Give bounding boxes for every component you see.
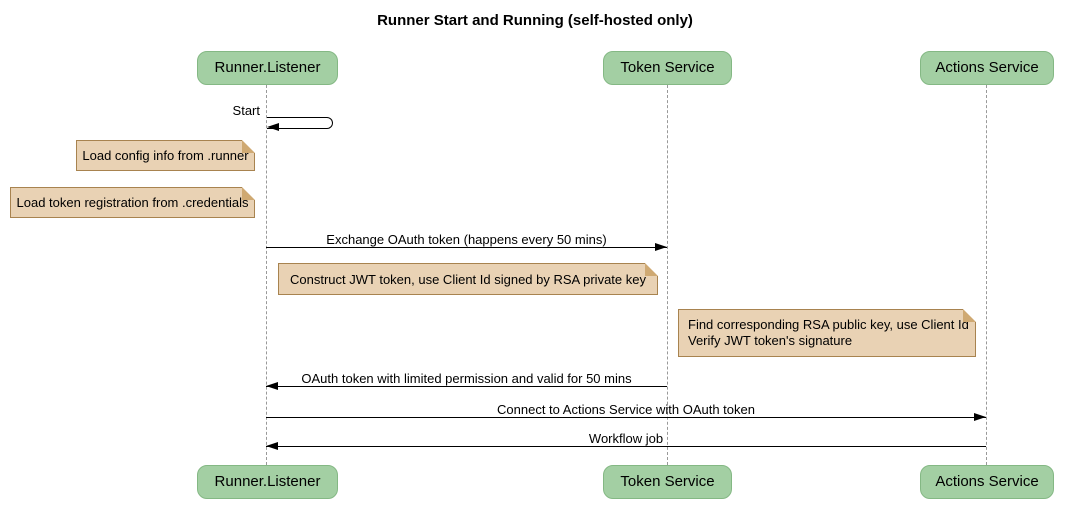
message-label-start: Start: [232, 103, 260, 118]
diagram-title: Runner Start and Running (self-hosted on…: [377, 12, 693, 29]
note-verify-jwt-signature: Find corresponding RSA public key, use C…: [678, 309, 976, 357]
lifeline-token-service: [667, 85, 668, 465]
message-label-oauth-token-returned: OAuth token with limited permission and …: [301, 371, 632, 386]
arrowhead-right-icon: [655, 243, 667, 251]
lifeline-runner-listener: [266, 85, 267, 465]
participant-actions-service-bottom: Actions Service: [920, 465, 1054, 499]
participant-runner-listener-top: Runner.Listener: [197, 51, 338, 85]
arrowhead-left-icon: [266, 382, 278, 390]
message-label-workflow-job: Workflow job: [588, 431, 664, 446]
note-text: Load token registration from .credential…: [16, 195, 249, 210]
message-label-connect-actions-service: Connect to Actions Service with OAuth to…: [497, 402, 755, 417]
message-line-exchange-oauth-token: [266, 247, 667, 248]
participant-runner-listener-bottom: Runner.Listener: [197, 465, 338, 499]
message-label-exchange-oauth-token: Exchange OAuth token (happens every 50 m…: [326, 232, 607, 247]
participant-token-service-top: Token Service: [603, 51, 732, 85]
participant-actions-service-top: Actions Service: [920, 51, 1054, 85]
message-line-workflow-job: [266, 446, 986, 447]
self-message-loop-arrow: [267, 117, 333, 129]
note-text: Construct JWT token, use Client Id signe…: [290, 271, 646, 287]
note-text-line2: Verify JWT token's signature: [688, 333, 853, 348]
arrowhead-right-icon: [974, 413, 986, 421]
participant-token-service-bottom: Token Service: [603, 465, 732, 499]
arrowhead-left-icon: [267, 123, 279, 131]
note-construct-jwt-token: Construct JWT token, use Client Id signe…: [278, 263, 658, 295]
note-text-line1: Find corresponding RSA public key, use C…: [688, 317, 969, 332]
arrowhead-left-icon: [266, 442, 278, 450]
note-load-config: Load config info from .runner: [76, 140, 255, 171]
note-text: Load config info from .runner: [82, 148, 249, 163]
note-load-token-registration: Load token registration from .credential…: [10, 187, 255, 218]
message-line-oauth-token-returned: [266, 386, 667, 387]
message-line-connect-actions-service: [266, 417, 986, 418]
lifeline-actions-service: [986, 85, 987, 465]
